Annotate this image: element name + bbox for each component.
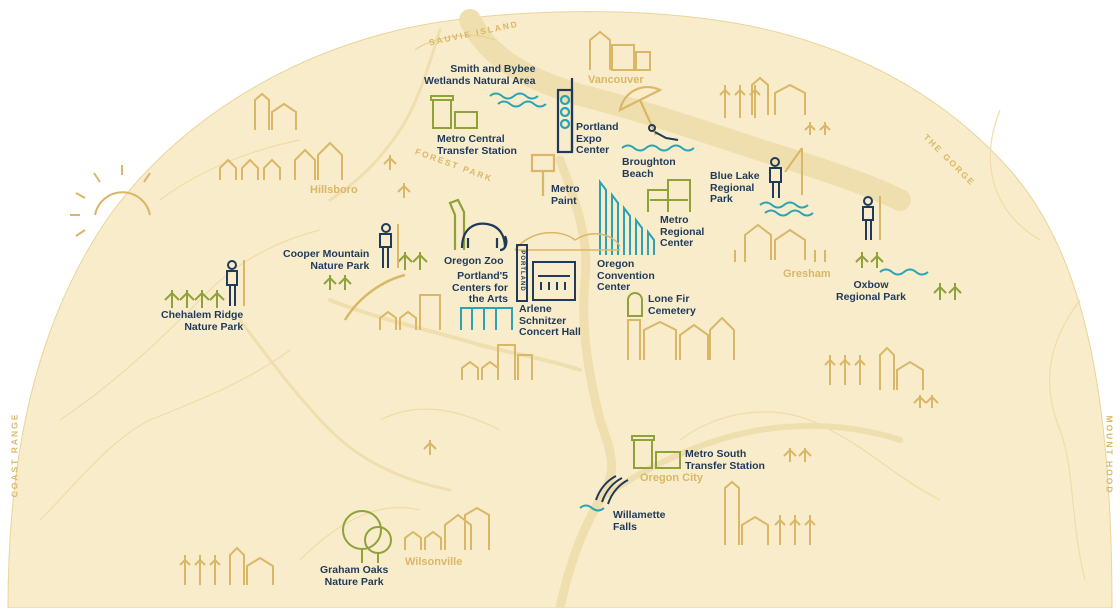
oak-trees-icon (342, 510, 392, 563)
label-graham-oaks: Graham Oaks Nature Park (320, 564, 389, 588)
label-blue-lake: Blue Lake Regional Park (710, 170, 760, 205)
sauvie-arc (414, 34, 496, 51)
expo-tower-icon (556, 78, 574, 154)
city-gresham: Gresham (783, 268, 831, 280)
umbrella-icon (618, 85, 663, 136)
label-cooper-mountain: Cooper Mountain Nature Park (283, 248, 370, 272)
terrain-lines (39, 109, 1086, 581)
label-broughton-beach: Broughton Beach (622, 156, 676, 180)
bridge-icon (514, 231, 621, 251)
crops (179, 85, 866, 585)
headstone-icon (627, 292, 643, 317)
elephant-icon (460, 222, 508, 252)
label-metro-paint: Metro Paint (551, 183, 580, 207)
label-metro-south: Metro South Transfer Station (685, 448, 765, 472)
label-oregon-zoo: Oregon Zoo (444, 255, 504, 267)
label-mount-hood: MOUNT HOOD (1104, 415, 1115, 495)
city-wilsonville: Wilsonville (405, 556, 463, 568)
label-schnitzer: Arlene Schnitzer Concert Hall (519, 303, 581, 338)
trees-green (164, 252, 962, 321)
label-metro-regional: Metro Regional Center (660, 214, 705, 249)
portland-sign-text: PORTLAND (519, 250, 525, 292)
label-chehalem-ridge: Chehalem Ridge Nature Park (161, 309, 244, 333)
waterfall-icon (595, 475, 629, 505)
label-willamette-falls: Willamette Falls (613, 509, 666, 533)
city-hillsboro: Hillsboro (310, 184, 358, 196)
concert-hall-icon (516, 244, 576, 302)
giraffe-icon (448, 198, 466, 250)
label-smith-bybee: Smith and Bybee Wetlands Natural Area (424, 63, 536, 87)
fisher-icon (769, 147, 803, 198)
regional-center-icon (647, 179, 691, 212)
sun-icon (70, 165, 151, 237)
water-waves (489, 92, 929, 512)
recycling-bin-icon (430, 95, 478, 129)
hiker-icons (226, 196, 881, 306)
paintbrush-icon (530, 153, 556, 196)
sunbather-icon (648, 124, 679, 141)
label-metro-central: Metro Central Transfer Station (437, 133, 517, 157)
rivers (238, 9, 911, 608)
label-oxbow: Oxbow Regional Park (836, 279, 907, 303)
city-vancouver: Vancouver (588, 74, 644, 86)
label-convention-center: Oregon Convention Center (597, 258, 655, 293)
label-expo-center: Portland Expo Center (576, 121, 619, 156)
trees-gold (383, 122, 939, 462)
convention-center-icon (599, 179, 655, 255)
label-portland5: Portland'5 Centers for the Arts (452, 270, 509, 305)
portland5-icon (460, 307, 513, 330)
transfer-bin-icon (631, 435, 681, 469)
label-coast-range: COAST RANGE (9, 412, 20, 498)
region-land (7, 11, 1113, 608)
city-oregon-city: Oregon City (640, 472, 703, 484)
buildings (219, 30, 924, 585)
label-lone-fir: Lone Fir Cemetery (648, 293, 696, 317)
